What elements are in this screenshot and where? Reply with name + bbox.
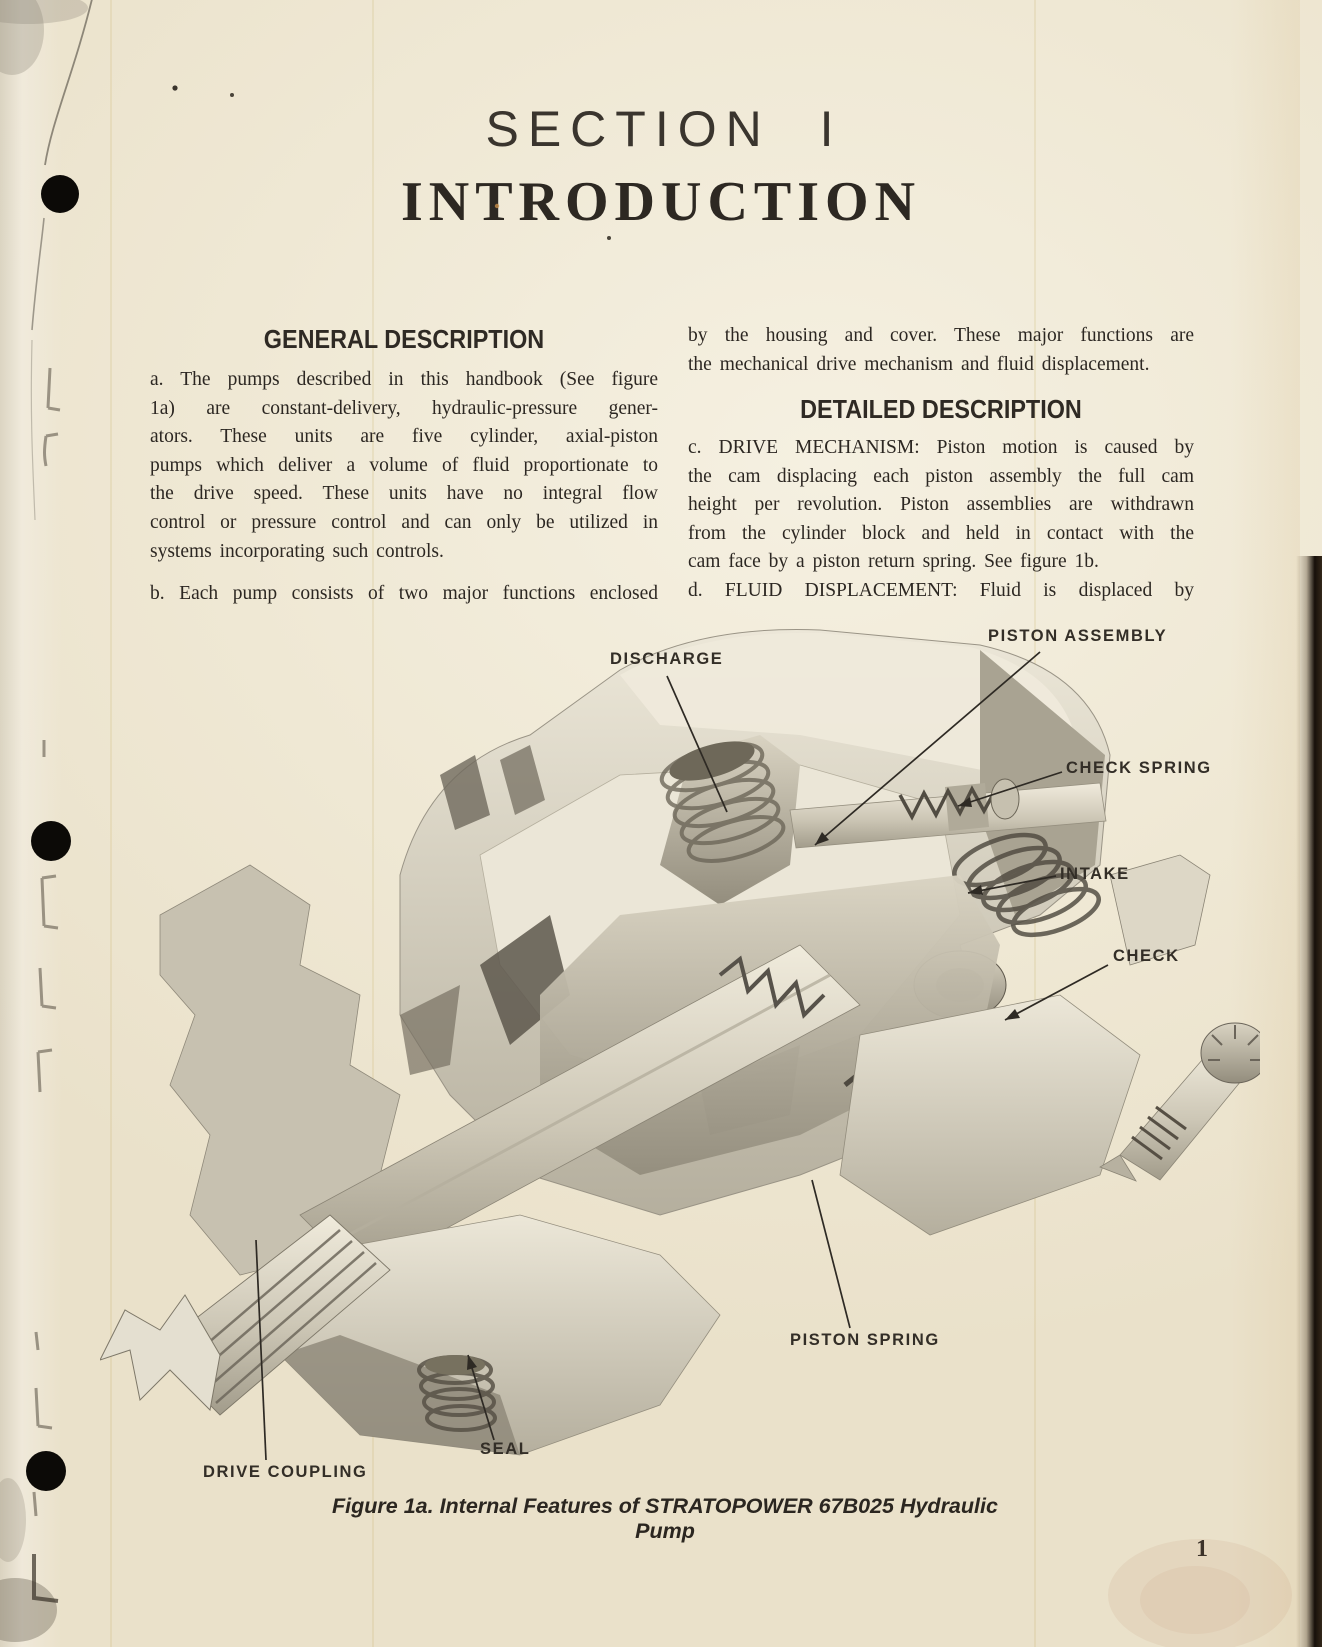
text-line: pumps which deliver a volume of fluid pr… (150, 454, 658, 476)
paragraph-a: a. The pumps described in this handbook … (150, 366, 658, 566)
scan-dark-edge (1296, 556, 1322, 1647)
text-line: systems incorporating such controls. (150, 540, 444, 562)
text-line: c. DRIVE MECHANISM: Piston motion is cau… (688, 437, 1194, 458)
text-line: d. FLUID DISPLACEMENT: Fluid is displace… (688, 580, 1194, 601)
paragraph-b: b. Each pump consists of two major funct… (150, 580, 658, 609)
text-line: cam face by a piston return spring. See … (688, 551, 1099, 573)
label-check-spring: CHECK SPRING (1066, 759, 1212, 777)
hole-punch (41, 175, 79, 213)
text-line: from the cylinder block and held in cont… (688, 522, 1194, 544)
text-line: control or pressure control and can only… (150, 511, 658, 533)
section-title: SECTION I (485, 101, 843, 157)
text-line: height per revolution. Piston assemblies… (688, 494, 1194, 516)
text-line: 1a) are constant-delivery, hydraulic-pre… (150, 397, 658, 419)
text-line: by the housing and cover. These major fu… (688, 325, 1194, 346)
label-piston-assembly: PISTON ASSEMBLY (988, 627, 1168, 645)
paragraph-c: c. DRIVE MECHANISM: Piston motion is cau… (688, 434, 1194, 577)
figure-caption: Figure 1a. Internal Features of STRATOPO… (332, 1494, 998, 1543)
text-line: the mechanical drive mechanism and fluid… (688, 353, 1150, 375)
text-line: ators. These units are five cylinder, ax… (150, 426, 658, 448)
paper-fold-line (110, 0, 112, 1647)
heading-detailed-description: DETAILED DESCRIPTION (800, 394, 1082, 424)
paper-crease (44, 0, 93, 166)
label-discharge: DISCHARGE (610, 650, 724, 668)
text-line: the drive speed. These units have no int… (150, 483, 658, 505)
label-check: CHECK (1113, 947, 1180, 965)
pump-cutaway-illustration (100, 629, 1260, 1461)
scan-shadow-right (1230, 0, 1300, 1647)
hole-punch (31, 821, 71, 861)
hole-punch (26, 1451, 66, 1491)
page-number: 1 (1196, 1536, 1208, 1563)
label-piston-spring: PISTON SPRING (790, 1331, 940, 1349)
paragraph-b-continued: by the housing and cover. These major fu… (688, 322, 1194, 379)
text-line: a. The pumps described in this handbook … (150, 369, 658, 390)
heading-general-description: GENERAL DESCRIPTION (263, 324, 545, 354)
paragraph-d: d. FLUID DISPLACEMENT: Fluid is displace… (688, 577, 1194, 606)
text-line: the cam displacing each piston assembly … (688, 465, 1194, 487)
text-line: b. Each pump consists of two major funct… (150, 583, 658, 604)
label-intake: INTAKE (1060, 865, 1130, 883)
page-title: INTRODUCTION (400, 171, 922, 233)
paper-fold-line (372, 0, 374, 1647)
label-seal: SEAL (480, 1440, 531, 1458)
label-drive-coupling: DRIVE COUPLING (203, 1463, 368, 1481)
